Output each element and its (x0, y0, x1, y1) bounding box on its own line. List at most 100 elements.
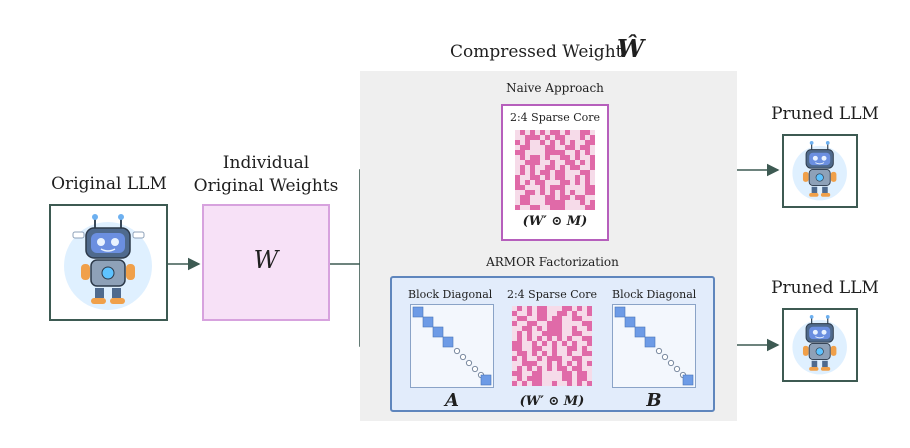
sparse-cell (565, 160, 570, 165)
sparse-cell (560, 150, 565, 155)
sparse-cell (550, 140, 555, 145)
sparse-cell (547, 326, 552, 331)
sparse-cell (515, 180, 520, 185)
sparse-cell (560, 195, 565, 200)
sparse-cell (515, 185, 520, 190)
sparse-cell (525, 195, 530, 200)
sparse-cell (585, 130, 590, 135)
sparse-cell (567, 306, 572, 311)
sparse-cell (530, 130, 535, 135)
sparse-cell (527, 326, 532, 331)
sparse-cell (587, 311, 592, 316)
sparse-cell (532, 376, 537, 381)
sparse-cell (572, 341, 577, 346)
sparse-cell (537, 371, 542, 376)
sparse-cell (585, 140, 590, 145)
sparse-cell (527, 361, 532, 366)
sparse-cell (540, 180, 545, 185)
sparse-cell (552, 321, 557, 326)
sparse-cell (577, 381, 582, 386)
sparse-cell (575, 165, 580, 170)
armor-factorization-box: Block Diagonal 2:4 Sparse Core Block Dia… (390, 276, 715, 412)
weight-symbol: W (253, 246, 279, 274)
sparse-cell (575, 150, 580, 155)
sparse-cell (560, 175, 565, 180)
sparse-cell (517, 371, 522, 376)
sparse-cell (550, 190, 555, 195)
sparse-cell (532, 341, 537, 346)
sparse-cell (557, 311, 562, 316)
sparse-cell (550, 145, 555, 150)
sparse-cell (550, 150, 555, 155)
sparse-cell (585, 190, 590, 195)
sparse-cell (527, 306, 532, 311)
sparse-cell (555, 170, 560, 175)
sparse-cell (565, 145, 570, 150)
sparse-cell (590, 155, 595, 160)
sparse-cell (590, 205, 595, 210)
sparse-cell (522, 361, 527, 366)
armor-sparse-core-label: 2:4 Sparse Core (506, 288, 598, 301)
sparse-cell (575, 195, 580, 200)
sparse-cell (532, 321, 537, 326)
sparse-cell (555, 200, 560, 205)
sparse-cell (562, 306, 567, 311)
sparse-cell (537, 311, 542, 316)
sparse-cell (530, 155, 535, 160)
sparse-cell (530, 190, 535, 195)
sparse-cell (530, 175, 535, 180)
sparse-cell (555, 135, 560, 140)
sparse-cell (530, 160, 535, 165)
sparse-cell (582, 371, 587, 376)
sparse-cell (517, 341, 522, 346)
sparse-cell (532, 371, 537, 376)
sparse-cell (557, 331, 562, 336)
sparse-cell (580, 130, 585, 135)
sparse-cell (562, 366, 567, 371)
sparse-cell (567, 351, 572, 356)
sparse-cell (512, 356, 517, 361)
sparse-cell (560, 180, 565, 185)
sparse-cell (542, 331, 547, 336)
sparse-cell (537, 306, 542, 311)
sparse-cell (582, 346, 587, 351)
sparse-cell (517, 336, 522, 341)
sparse-cell (542, 351, 547, 356)
sparse-cell (560, 190, 565, 195)
symbol-a: A (445, 390, 459, 411)
sparse-cell (550, 185, 555, 190)
sparse-cell (520, 200, 525, 205)
sparse-cell (577, 306, 582, 311)
sparse-cell (560, 140, 565, 145)
sparse-cell (555, 205, 560, 210)
pruned-llm-top-box (782, 134, 858, 208)
sparse-cell (547, 366, 552, 371)
sparse-cell (560, 135, 565, 140)
sparse-cell (527, 336, 532, 341)
sparse-cell (545, 135, 550, 140)
sparse-cell (560, 170, 565, 175)
sparse-cell (525, 200, 530, 205)
sparse-cell (557, 366, 562, 371)
sparse-cell (590, 185, 595, 190)
sparse-cell (567, 336, 572, 341)
sparse-cell (587, 326, 592, 331)
sparse-cell (565, 180, 570, 185)
sparse-cell (520, 130, 525, 135)
diagonal-ellipsis-dot (661, 353, 669, 361)
diagonal-block (412, 306, 424, 318)
sparse-cell (557, 361, 562, 366)
symbol-b: B (646, 390, 662, 411)
sparse-cell (520, 165, 525, 170)
individual-weights-label-line2: Original Weights (193, 176, 339, 196)
sparse-cell (587, 381, 592, 386)
sparse-cell (517, 316, 522, 321)
sparse-cell (537, 346, 542, 351)
diagonal-block (644, 336, 656, 348)
sparse-cell (520, 155, 525, 160)
sparse-cell (565, 130, 570, 135)
sparse-cell (550, 165, 555, 170)
sparse-cell (577, 376, 582, 381)
sparse-cell (580, 200, 585, 205)
sparse-cell (587, 341, 592, 346)
